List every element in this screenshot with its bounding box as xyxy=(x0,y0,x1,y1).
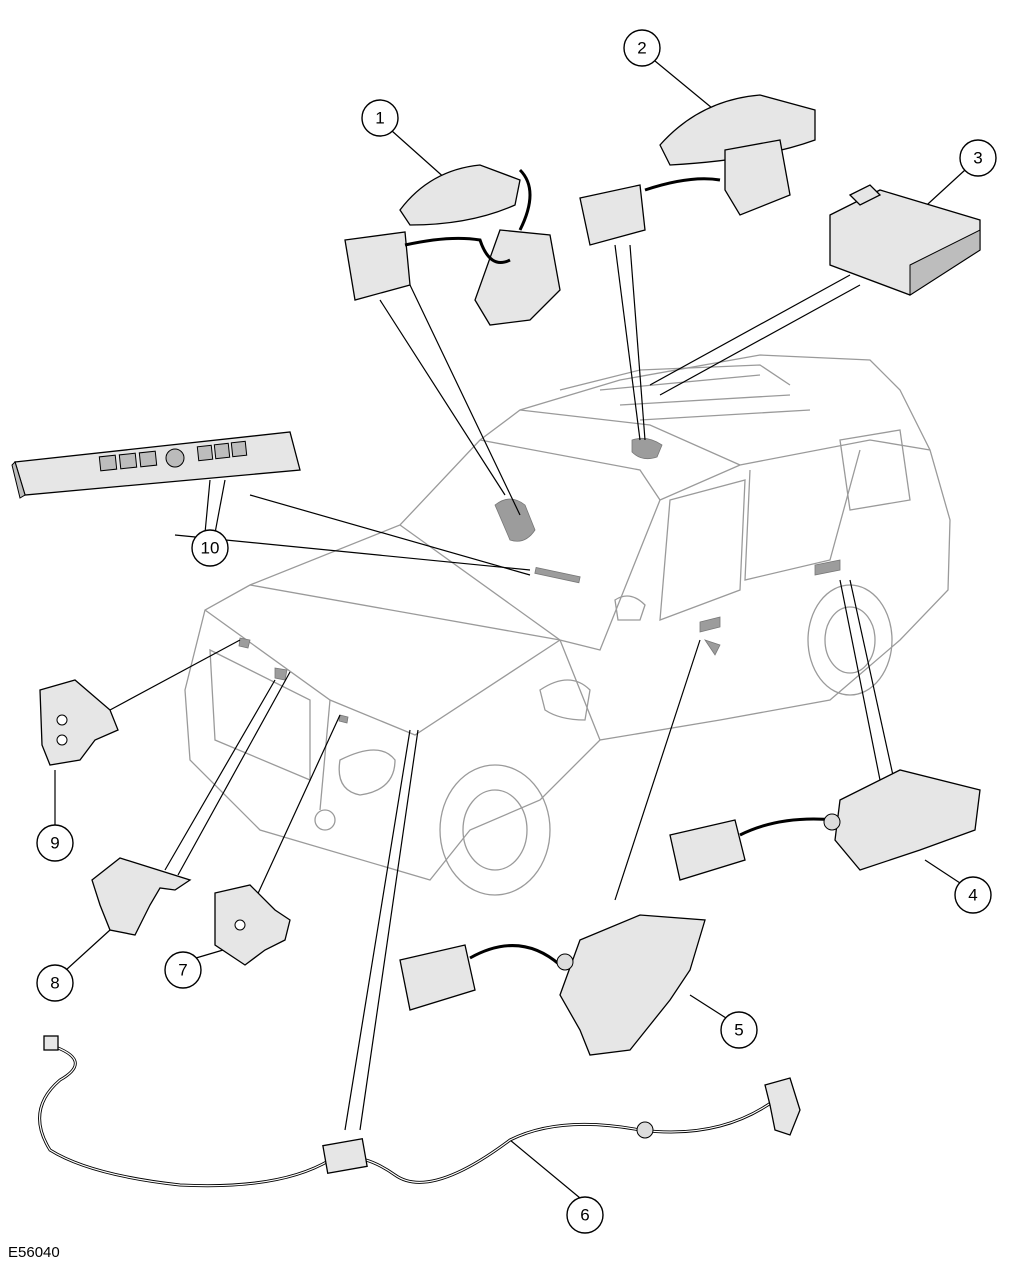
leader-lines xyxy=(54,60,966,1199)
callout-8-label: 8 xyxy=(50,974,59,993)
callout-8: 8 xyxy=(36,964,74,1002)
part-3-control-module xyxy=(829,184,981,296)
callout-10-label: 10 xyxy=(201,539,220,558)
part-8-bonnet-latch-center xyxy=(91,857,192,936)
callout-5: 5 xyxy=(720,1011,758,1049)
callout-4: 4 xyxy=(954,876,992,914)
callout-10: 10 xyxy=(191,529,229,567)
part-6-bonnet-release-cable xyxy=(38,1035,801,1188)
part-7-bonnet-latch-right xyxy=(214,884,291,966)
callout-7: 7 xyxy=(164,951,202,989)
callout-3-label: 3 xyxy=(973,149,982,168)
installed-component-markers xyxy=(238,437,841,724)
callout-9: 9 xyxy=(36,824,74,862)
part-9-bonnet-latch-left xyxy=(39,679,119,766)
part-10-switch-pack xyxy=(11,431,301,499)
vehicle-outline xyxy=(184,354,951,896)
figure-id: E56040 xyxy=(8,1244,60,1261)
part-5-front-door-handle-latch xyxy=(399,914,706,1056)
callout-9-label: 9 xyxy=(50,834,59,853)
callout-1-label: 1 xyxy=(375,109,384,128)
callout-2: 2 xyxy=(623,29,661,67)
callout-6-label: 6 xyxy=(580,1206,589,1225)
part-2-front-door-latch xyxy=(579,94,816,246)
callout-4-label: 4 xyxy=(968,886,977,905)
part-4-rear-door-handle-latch xyxy=(669,769,981,881)
part-1-rear-door-latch xyxy=(344,164,561,326)
callout-6: 6 xyxy=(566,1196,604,1234)
callout-2-label: 2 xyxy=(637,39,646,58)
callout-3: 3 xyxy=(959,139,997,177)
callout-1: 1 xyxy=(361,99,399,137)
callout-7-label: 7 xyxy=(178,961,187,980)
callout-5-label: 5 xyxy=(734,1021,743,1040)
